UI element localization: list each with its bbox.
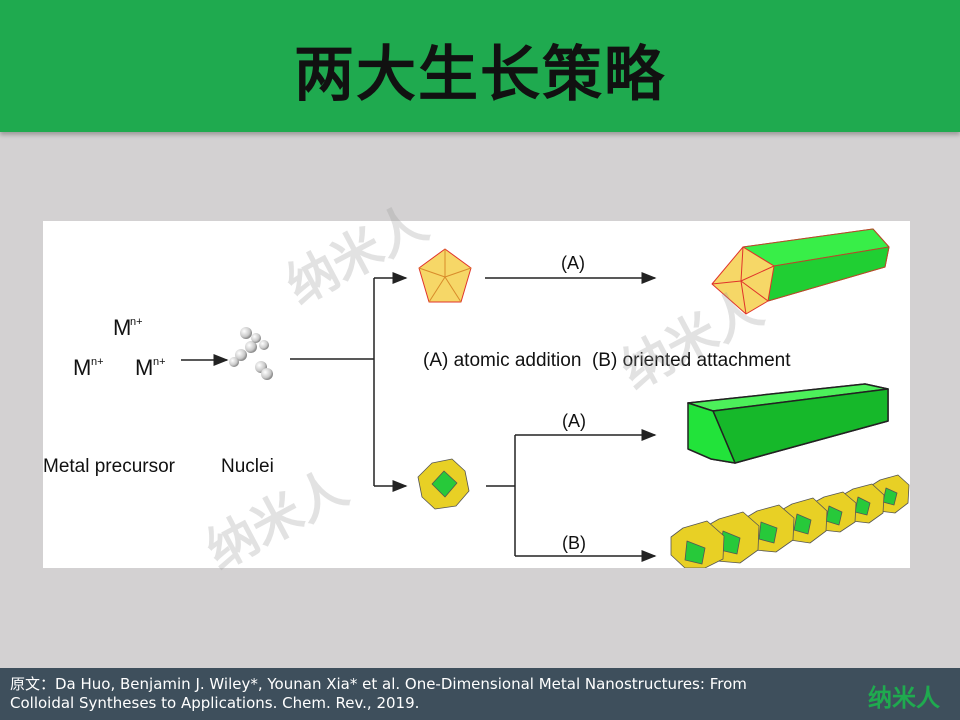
cuboctahedron-seed xyxy=(417,458,470,510)
brand-logo: 纳米人 xyxy=(868,684,940,712)
branch-lines xyxy=(290,272,657,562)
metal-ion-charge: n+ xyxy=(130,316,143,328)
metal-ion-symbol: M xyxy=(113,315,131,340)
metal-ion-left: M n+ xyxy=(73,355,104,380)
decahedron-seed xyxy=(418,248,472,303)
nuclei-cluster xyxy=(229,327,273,380)
metal-ion-charge: n+ xyxy=(153,356,166,368)
metal-ion-symbol: M xyxy=(73,355,91,380)
metal-ion-top: M n+ xyxy=(113,315,143,340)
path-a-label-bottom: (A) xyxy=(562,411,586,431)
slide-title: 两大生长策略 xyxy=(294,40,666,110)
path-b-label: (B) xyxy=(562,533,586,553)
metal-precursor-label: Metal precursor xyxy=(43,456,176,477)
metal-ion-right: M n+ xyxy=(135,355,166,380)
figure-svg: M n+ M n+ M n+ Metal precursor Nuclei xyxy=(43,228,910,568)
pentagonal-nanorod xyxy=(711,228,890,315)
citation-line: 原文：Da Huo, Benjamin J. Wiley*, Younan Xi… xyxy=(10,675,747,693)
attached-particle-chain xyxy=(670,474,910,568)
citation-footer: 原文：Da Huo, Benjamin J. Wiley*, Younan Xi… xyxy=(0,668,960,720)
citation-text: 原文：Da Huo, Benjamin J. Wiley*, Younan Xi… xyxy=(10,675,810,713)
nuclei-label: Nuclei xyxy=(221,456,274,477)
metal-ion-symbol: M xyxy=(135,355,153,380)
title-bar: 两大生长策略 xyxy=(0,0,960,132)
square-nanowire xyxy=(687,383,889,464)
metal-ion-charge: n+ xyxy=(91,356,104,368)
citation-line: Colloidal Syntheses to Applications. Che… xyxy=(10,694,420,712)
legend-text: (A) atomic addition (B) oriented attachm… xyxy=(423,350,791,371)
path-a-label-top: (A) xyxy=(561,253,585,273)
growth-strategy-figure: M n+ M n+ M n+ Metal precursor Nuclei xyxy=(43,221,910,568)
